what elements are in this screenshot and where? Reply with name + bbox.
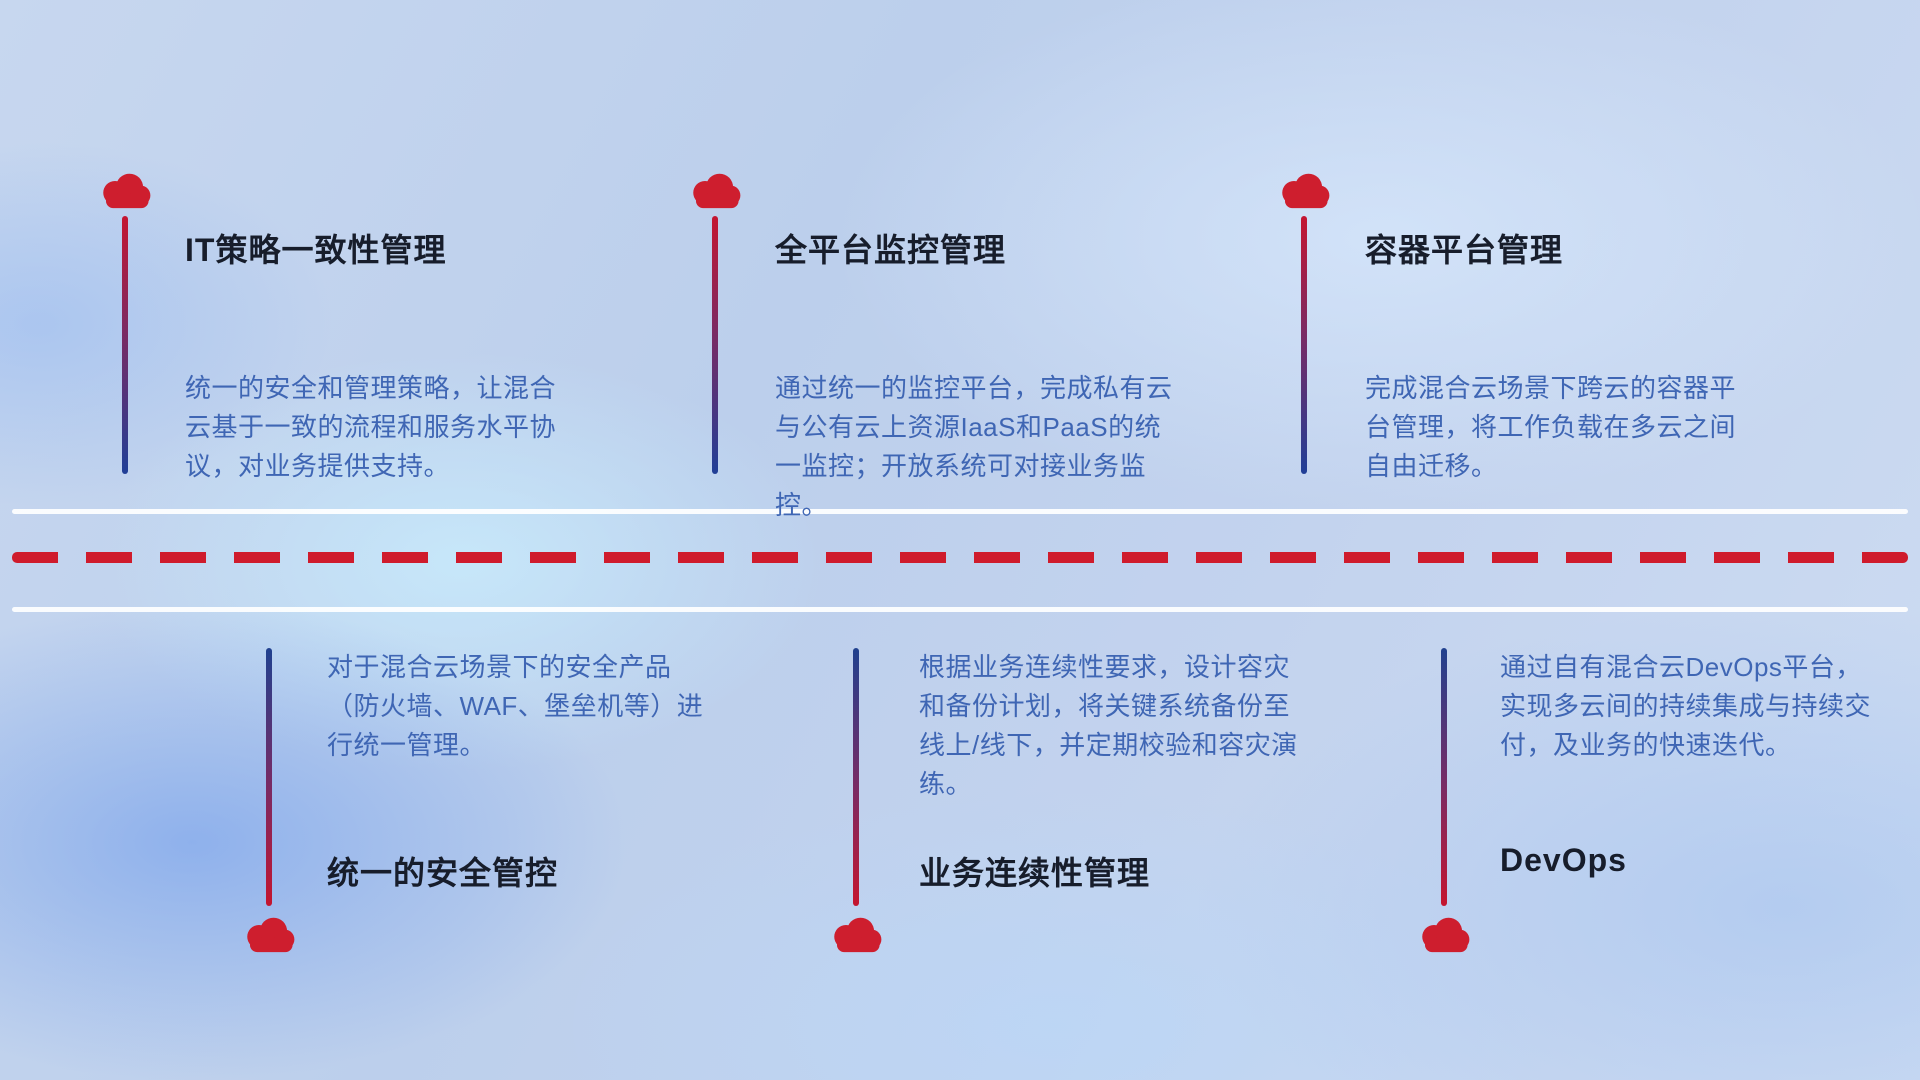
feature-title: 业务连续性管理 (919, 855, 1151, 891)
connector-line (122, 216, 128, 474)
connector-line (266, 648, 272, 906)
feature-title: 容器平台管理 (1365, 232, 1564, 268)
feature-description: 通过统一的监控平台，完成私有云与公有云上资源IaaS和PaaS的统一监控；开放系… (775, 373, 1173, 520)
timeline-dashed-line (12, 552, 1908, 563)
connector-line (1301, 216, 1307, 474)
cloud-icon (1415, 912, 1473, 956)
feature-description: 完成混合云场景下跨云的容器平台管理，将工作负载在多云之间自由迁移。 (1365, 373, 1737, 481)
feature-title: 统一的安全管控 (327, 855, 559, 891)
feature-title: DevOps (1500, 842, 1627, 878)
cloud-icon (240, 912, 298, 956)
feature-title: 全平台监控管理 (775, 232, 1007, 268)
cloud-icon (686, 168, 744, 212)
timeline-upper-line (12, 509, 1908, 514)
cloud-icon (1275, 168, 1333, 212)
connector-line (712, 216, 718, 474)
timeline-lower-line (12, 607, 1908, 612)
connector-line (1441, 648, 1447, 906)
cloud-icon (96, 168, 154, 212)
feature-description: 统一的安全和管理策略，让混合云基于一致的流程和服务水平协议，对业务提供支持。 (185, 373, 557, 481)
feature-description: 通过自有混合云DevOps平台，实现多云间的持续集成与持续交付，及业务的快速迭代… (1500, 652, 1872, 760)
connector-line (853, 648, 859, 906)
feature-title: IT策略一致性管理 (185, 232, 447, 268)
cloud-icon (827, 912, 885, 956)
feature-description: 对于混合云场景下的安全产品（防火墙、WAF、堡垒机等）进行统一管理。 (327, 652, 704, 760)
feature-description: 根据业务连续性要求，设计容灾和备份计划，将关键系统备份至线上/线下，并定期校验和… (919, 652, 1298, 799)
